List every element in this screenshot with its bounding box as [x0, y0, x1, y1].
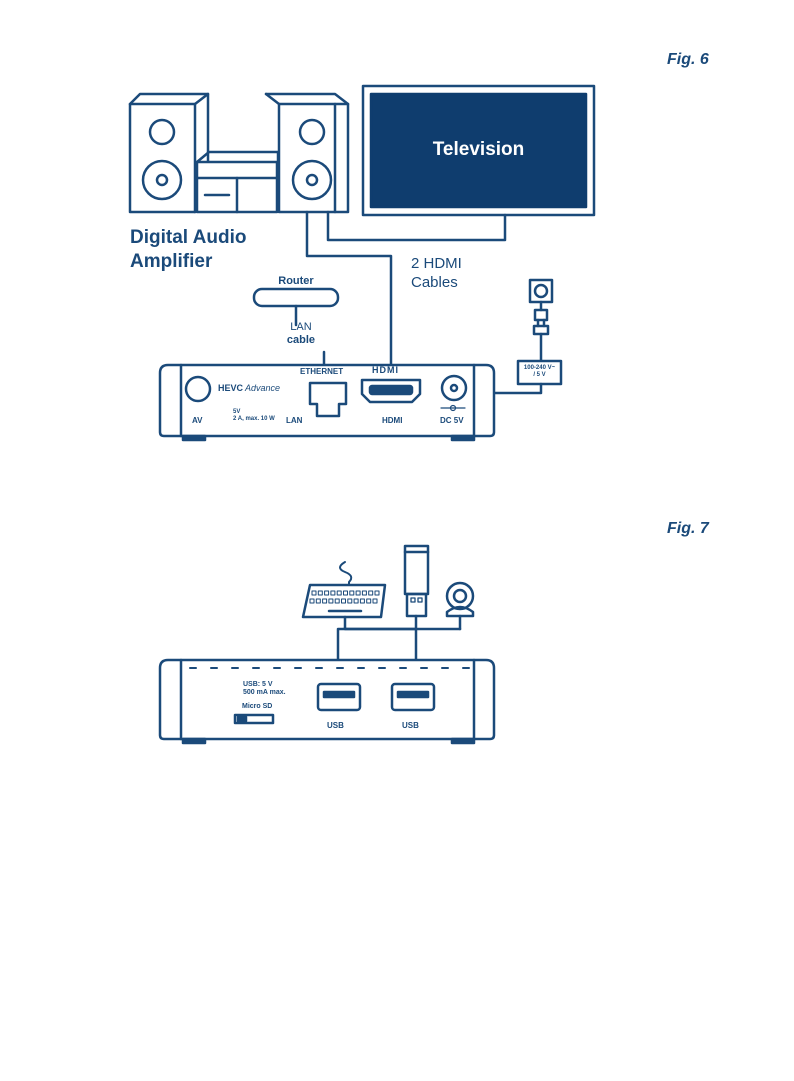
- fig7-label: Fig. 7: [667, 520, 709, 538]
- hdmi-cables-line2: Cables: [411, 273, 462, 292]
- television-label: Television: [371, 139, 586, 161]
- psu-label: 100-240 V~ / 5 V: [518, 365, 561, 379]
- webcam-icon: [447, 583, 473, 629]
- usb-rating-label: USB: 5 V 500 mA max.: [243, 681, 286, 697]
- hdmi-cables-line1: 2 HDMI: [411, 254, 462, 273]
- hdmi-cables-label: 2 HDMI Cables: [411, 254, 462, 292]
- power-outlet-icon: [530, 280, 552, 361]
- power-rating-line1: 5V: [233, 409, 275, 416]
- amplifier-unit-icon: [197, 152, 278, 212]
- av-port-label: AV: [192, 416, 203, 425]
- psu-line2: / 5 V: [518, 372, 561, 379]
- receiver-back-panel: [160, 365, 494, 440]
- brand-line2: Advance: [245, 383, 280, 393]
- lan-port-label: LAN: [286, 416, 302, 425]
- usb-rating-line2: 500 mA max.: [243, 689, 286, 697]
- right-speaker-icon: [266, 94, 348, 212]
- router-label: Router: [266, 275, 326, 288]
- lan-cable-line1: LAN: [276, 321, 326, 334]
- amplifier-label-line1: Digital Audio: [130, 226, 246, 250]
- usb-rating-line1: USB: 5 V: [243, 681, 286, 689]
- lan-cable-line2: cable: [276, 334, 326, 347]
- fig6-label: Fig. 6: [667, 51, 709, 69]
- amplifier-label-line2: Amplifier: [130, 250, 246, 274]
- amplifier-label: Digital Audio Amplifier: [130, 226, 246, 274]
- router-icon: [254, 289, 338, 306]
- hdmi-logo-label: HDMI: [372, 366, 399, 375]
- ethernet-label: ETHERNET: [300, 367, 343, 376]
- brand-line1: HEVC: [218, 383, 243, 393]
- dc-port-label: DC 5V: [440, 416, 464, 425]
- usb-left-label: USB: [327, 721, 344, 730]
- receiver-side-panel: [160, 660, 494, 743]
- hdmi-port-label: HDMI: [382, 416, 402, 425]
- power-rating-label: 5V 2 A, max. 10 W: [233, 409, 275, 423]
- psu-line1: 100-240 V~: [518, 365, 561, 372]
- microsd-label: Micro SD: [242, 702, 272, 711]
- lan-cable-label: LAN cable: [276, 321, 326, 347]
- usb-right-label: USB: [402, 721, 419, 730]
- power-rating-line2: 2 A, max. 10 W: [233, 416, 275, 423]
